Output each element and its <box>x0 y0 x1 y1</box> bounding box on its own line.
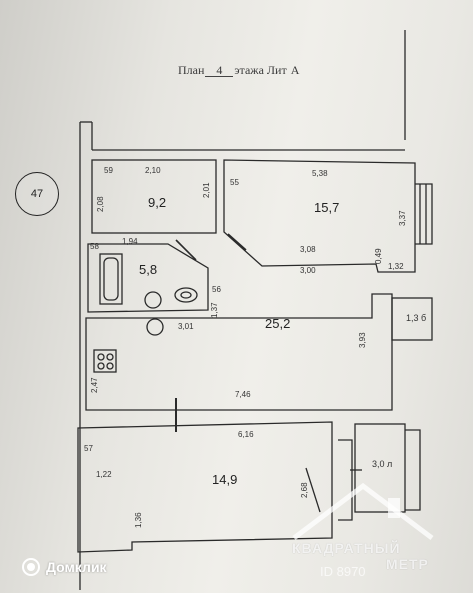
title-letter: А <box>290 63 300 77</box>
balcony-2-outline <box>354 423 406 513</box>
sink-2-icon <box>146 318 164 336</box>
door-swing <box>305 467 321 513</box>
room-9-2-side: 2,01 <box>202 182 211 198</box>
agency-watermark-id: ID 8970 <box>320 564 366 579</box>
room-15-7-number: 55 <box>230 178 239 187</box>
balcony-1-outline <box>391 297 433 341</box>
room-9-2-width: 2,10 <box>145 166 161 175</box>
room-15-7-step-b: 1,32 <box>388 262 404 271</box>
room-14-9-left: 1,22 <box>96 470 112 479</box>
room-15-7-bottom-b: 3,00 <box>300 266 316 275</box>
room-9-2-area: 9,2 <box>148 195 167 210</box>
room-5-8-height: 1,37 <box>210 302 219 318</box>
title-suffix: этажа Лит <box>234 63 287 77</box>
room-15-7-area: 15,7 <box>314 200 340 215</box>
room-5-8-number-b: 56 <box>212 285 221 294</box>
room-14-9-area: 14,9 <box>212 472 238 487</box>
room-25-2-side: 3,93 <box>358 332 367 348</box>
window-east <box>415 183 433 245</box>
room-9-2-number: 59 <box>104 166 113 175</box>
sink-icon <box>144 291 162 309</box>
room-9-2-height: 2,08 <box>96 196 105 212</box>
toilet-icon <box>174 287 198 303</box>
domclick-text: Домклик <box>46 559 107 575</box>
room-5-8-area: 5,8 <box>139 262 158 277</box>
room-15-7-step-a: 0,49 <box>374 248 383 264</box>
room-25-2-area: 25,2 <box>265 316 291 331</box>
room-9-2-outline <box>91 159 217 234</box>
door-mark-1 <box>175 239 197 261</box>
room-25-2-top: 3,01 <box>178 322 194 331</box>
balcony-1-area: 1,3 б <box>406 313 427 323</box>
agency-house-logo-icon <box>292 482 434 540</box>
stove-icon <box>93 349 117 373</box>
room-5-8-outline <box>87 243 209 313</box>
room-25-2-height: 2,47 <box>90 377 99 393</box>
room-14-9-number: 57 <box>84 444 93 453</box>
balcony-2-area: 3,0 л <box>372 459 393 469</box>
domclick-logo-icon <box>22 558 40 576</box>
room-25-2-outline <box>85 293 393 411</box>
room-25-2-bottom: 7,46 <box>235 390 251 399</box>
room-15-7-width: 5,38 <box>312 169 328 178</box>
room-14-9-small: 1,36 <box>134 512 143 528</box>
room-15-7-height: 3,37 <box>398 210 407 226</box>
title-prefix: План <box>178 63 205 77</box>
title-floor-number: 4 <box>205 64 234 77</box>
room-14-9-width: 6,16 <box>238 430 254 439</box>
domclick-watermark: Домклик <box>22 558 107 576</box>
agency-watermark-line1: КВАДРАТНЫЙ <box>292 540 401 556</box>
bathtub-icon <box>99 253 123 305</box>
room-15-7-bottom-a: 3,08 <box>300 245 316 254</box>
agency-watermark-line2: МЕТР <box>386 556 429 572</box>
room-15-7-outline <box>223 159 416 273</box>
room-5-8-number: 58 <box>90 242 99 251</box>
room-5-8-width: 1,94 <box>122 237 138 246</box>
section-marker: 47 <box>15 172 59 216</box>
door-mark-2 <box>227 233 247 251</box>
room-14-9-outline <box>77 421 333 553</box>
